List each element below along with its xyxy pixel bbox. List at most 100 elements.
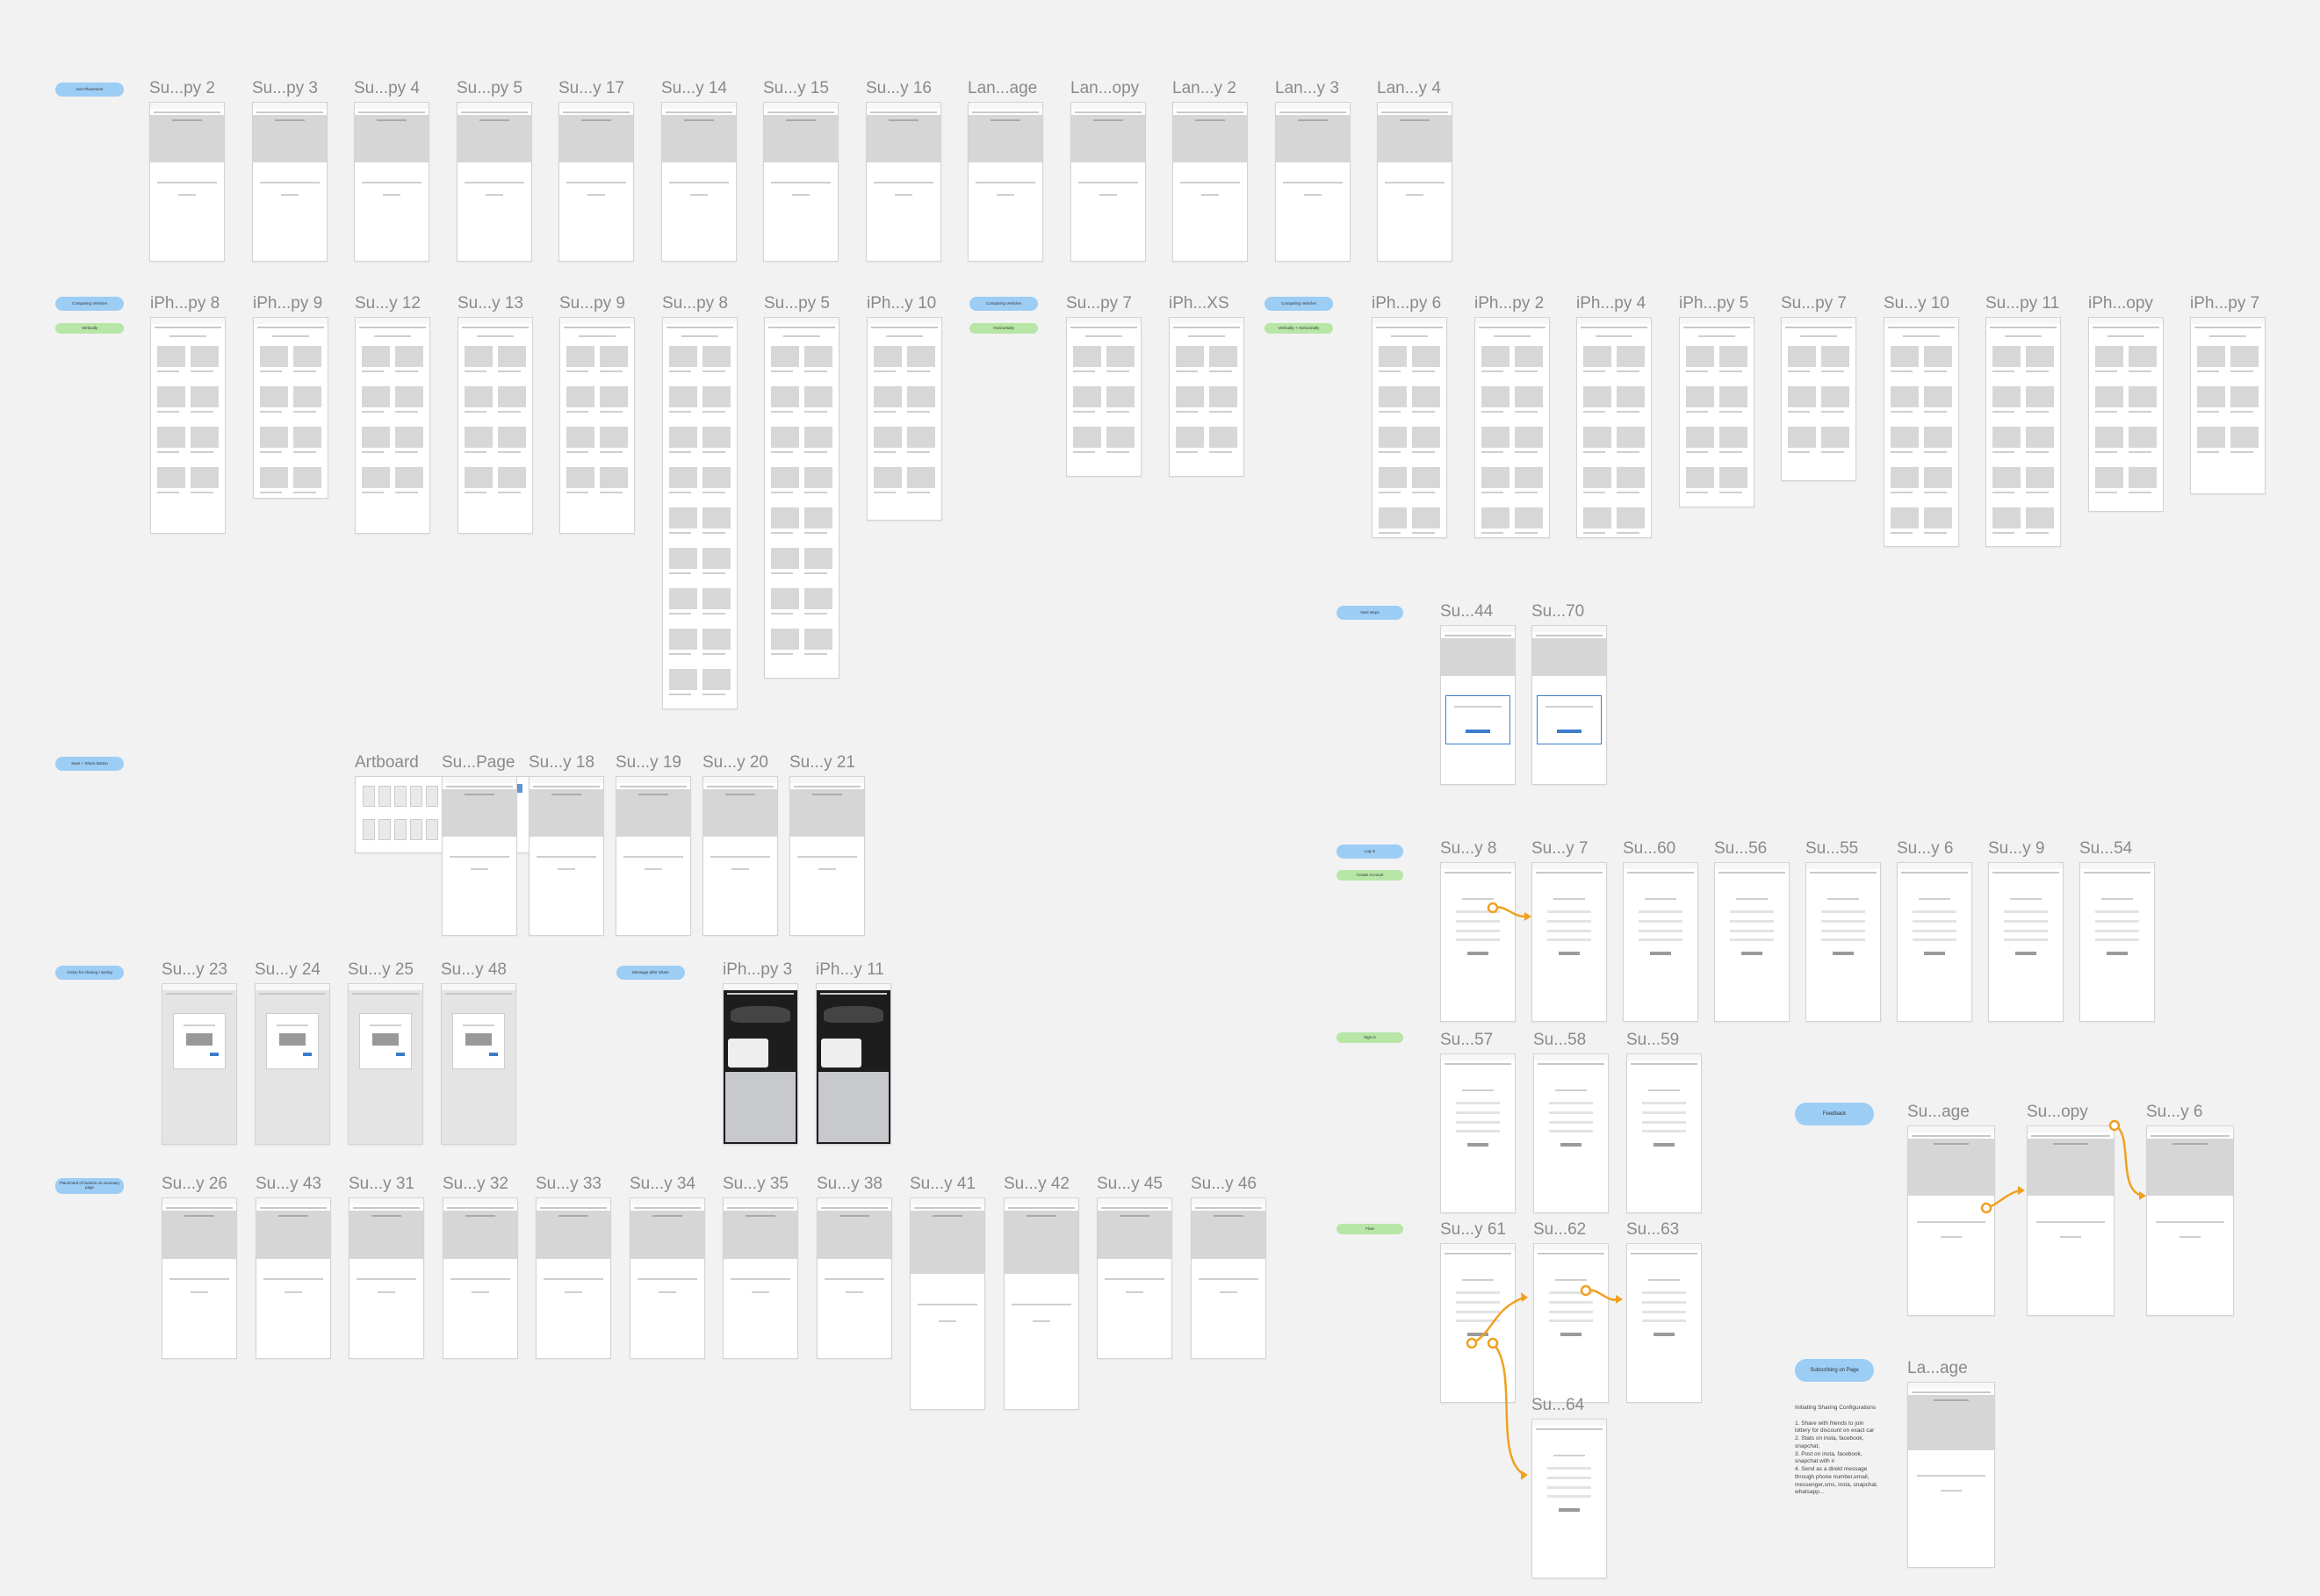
artboard-su-py-11[interactable]: Su...py 11 [1985, 294, 2061, 547]
artboard-su-58[interactable]: Su...58 [1533, 1031, 1609, 1213]
artboard-su-60[interactable]: Su...60 [1623, 839, 1698, 1022]
label-comparing-vehicles-1[interactable]: Comparing Vehicles [55, 297, 124, 311]
artboard-su-y-7[interactable]: Su...y 7 [1531, 839, 1607, 1022]
artboard-iph-y-11[interactable]: iPh...y 11 [816, 960, 891, 1145]
artboard-su-44[interactable]: Su...44 [1440, 602, 1516, 785]
artboard-su-y-38[interactable]: Su...y 38 [817, 1175, 892, 1359]
artboard-su-y-14[interactable]: Su...y 14 [661, 79, 737, 262]
artboard-su-y-16[interactable]: Su...y 16 [866, 79, 941, 262]
artboard-su-y-41[interactable]: Su...y 41 [910, 1175, 985, 1410]
artboard-su-y-12[interactable]: Su...y 12 [355, 294, 430, 534]
artboard-su-y-6[interactable]: Su...y 6 [2146, 1103, 2234, 1316]
artboard-title: Su...py 7 [1781, 294, 1847, 313]
label-action-sharing[interactable]: Action for sharing / saving [55, 966, 124, 980]
artboard-lan-y-4[interactable]: Lan...y 4 [1377, 79, 1452, 262]
artboard-su-age[interactable]: Su...age [1907, 1103, 1995, 1316]
artboard-la-age[interactable]: La...age [1907, 1359, 1995, 1568]
artboard-su-y-24[interactable]: Su...y 24 [255, 960, 330, 1145]
artboard-su-py-9[interactable]: Su...py 9 [559, 294, 635, 534]
artboard-su-y-19[interactable]: Su...y 19 [616, 753, 691, 936]
artboard-su-y-48[interactable]: Su...y 48 [441, 960, 516, 1145]
artboard-su-y-23[interactable]: Su...y 23 [162, 960, 237, 1145]
artboard-iph-py-2[interactable]: iPh...py 2 [1474, 294, 1550, 538]
artboard-title: Su...y 41 [910, 1175, 976, 1193]
artboard-su-y-61[interactable]: Su...y 61 [1440, 1220, 1516, 1403]
label-save-share-button[interactable]: Save + Share Button [55, 757, 124, 771]
label-comparing-vehicles-2[interactable]: Comparing Vehicles [969, 297, 1038, 311]
artboard-su-y-25[interactable]: Su...y 25 [348, 960, 423, 1145]
artboard-su-py-2[interactable]: Su...py 2 [149, 79, 225, 262]
artboard-su-56[interactable]: Su...56 [1714, 839, 1790, 1022]
artboard-screen [867, 317, 942, 521]
artboard-su-py-3[interactable]: Su...py 3 [252, 79, 328, 262]
artboard-su-y-20[interactable]: Su...y 20 [702, 753, 778, 936]
artboard-su-y-26[interactable]: Su...y 26 [162, 1175, 237, 1359]
artboard-su-py-7[interactable]: Su...py 7 [1066, 294, 1142, 477]
artboard-su-page[interactable]: Su...Page [442, 753, 517, 936]
artboard-su-62[interactable]: Su...62 [1533, 1220, 1609, 1403]
artboard-su-y-6[interactable]: Su...y 6 [1897, 839, 1972, 1022]
artboard-su-py-4[interactable]: Su...py 4 [354, 79, 429, 262]
artboard-su-63[interactable]: Su...63 [1626, 1220, 1702, 1403]
artboard-lan-opy[interactable]: Lan...opy [1070, 79, 1146, 262]
artboard-su-y-45[interactable]: Su...y 45 [1097, 1175, 1172, 1359]
artboard-su-y-8[interactable]: Su...y 8 [1440, 839, 1516, 1022]
label-icon-placement[interactable]: Icon Placement [55, 83, 124, 97]
artboard-su-y-35[interactable]: Su...y 35 [723, 1175, 798, 1359]
artboard-su-y-46[interactable]: Su...y 46 [1191, 1175, 1266, 1359]
artboard-su-y-42[interactable]: Su...y 42 [1004, 1175, 1079, 1410]
artboard-su-y-17[interactable]: Su...y 17 [558, 79, 634, 262]
artboard-su-59[interactable]: Su...59 [1626, 1031, 1702, 1213]
label-sign-in[interactable]: Sign in [1337, 1032, 1403, 1043]
label-vertically-horizontally[interactable]: Vertically + Horizontally [1264, 323, 1333, 334]
artboard-title: Su...y 38 [817, 1175, 883, 1193]
artboard-su-y-15[interactable]: Su...y 15 [763, 79, 839, 262]
artboard-su-55[interactable]: Su...55 [1805, 839, 1881, 1022]
artboard-iph-y-10[interactable]: iPh...y 10 [867, 294, 942, 521]
artboard-su-py-5[interactable]: Su...py 5 [457, 79, 532, 262]
artboard-iph-py-6[interactable]: iPh...py 6 [1372, 294, 1447, 538]
artboard-su-y-10[interactable]: Su...y 10 [1884, 294, 1959, 547]
label-create-account[interactable]: Create Account [1337, 870, 1403, 881]
artboard-su-y-34[interactable]: Su...y 34 [630, 1175, 705, 1359]
artboard-su-opy[interactable]: Su...opy [2027, 1103, 2115, 1316]
artboard-lan-y-3[interactable]: Lan...y 3 [1275, 79, 1351, 262]
artboard-su-y-9[interactable]: Su...y 9 [1988, 839, 2064, 1022]
artboard-su-70[interactable]: Su...70 [1531, 602, 1607, 785]
label-subscribing-on-page[interactable]: Subscribing on Page [1795, 1359, 1874, 1382]
artboard-title: iPh...opy [2088, 294, 2153, 313]
artboard-iph-xs[interactable]: iPh...XS [1169, 294, 1244, 477]
artboard-su-y-18[interactable]: Su...y 18 [529, 753, 604, 936]
artboard-su-y-32[interactable]: Su...y 32 [443, 1175, 518, 1359]
label-placement-buttons[interactable]: Placement of buttons on summary page [55, 1178, 124, 1194]
artboard-iph-py-8[interactable]: iPh...py 8 [150, 294, 226, 534]
artboard-iph-py-5[interactable]: iPh...py 5 [1679, 294, 1754, 507]
label-vertically[interactable]: Vertically [55, 323, 124, 334]
artboard-su-py-7[interactable]: Su...py 7 [1781, 294, 1856, 481]
artboard-su-y-21[interactable]: Su...y 21 [789, 753, 865, 936]
artboard-su-54[interactable]: Su...54 [2079, 839, 2155, 1022]
label-feedback[interactable]: Feedback [1795, 1103, 1874, 1125]
artboard-iph-py-7[interactable]: iPh...py 7 [2190, 294, 2266, 494]
artboard-iph-opy[interactable]: iPh...opy [2088, 294, 2164, 512]
artboard-iph-py-4[interactable]: iPh...py 4 [1576, 294, 1652, 538]
artboard-su-py-8[interactable]: Su...py 8 [662, 294, 738, 709]
artboard-su-y-33[interactable]: Su...y 33 [536, 1175, 611, 1359]
artboard-su-py-5[interactable]: Su...py 5 [764, 294, 839, 679]
artboard-su-64[interactable]: Su...64 [1531, 1396, 1607, 1578]
artboard-lan-age[interactable]: Lan...age [968, 79, 1043, 262]
label-next-steps[interactable]: Next steps [1337, 606, 1403, 620]
label-log-in[interactable]: Log In [1337, 845, 1403, 859]
label-message-after-share[interactable]: Message after Share [616, 966, 685, 980]
artboard-iph-py-3[interactable]: iPh...py 3 [723, 960, 798, 1145]
artboard-su-y-43[interactable]: Su...y 43 [256, 1175, 331, 1359]
artboard-lan-y-2[interactable]: Lan...y 2 [1172, 79, 1248, 262]
label-flow[interactable]: Flow [1337, 1224, 1403, 1234]
artboard-title: Su...y 33 [536, 1175, 602, 1193]
artboard-su-57[interactable]: Su...57 [1440, 1031, 1516, 1213]
artboard-su-y-13[interactable]: Su...y 13 [458, 294, 533, 534]
label-comparing-vehicles-3[interactable]: Comparing Vehicles [1264, 297, 1333, 311]
label-horizontally[interactable]: Horizontally [969, 323, 1038, 334]
artboard-su-y-31[interactable]: Su...y 31 [349, 1175, 424, 1359]
artboard-iph-py-9[interactable]: iPh...py 9 [253, 294, 328, 499]
